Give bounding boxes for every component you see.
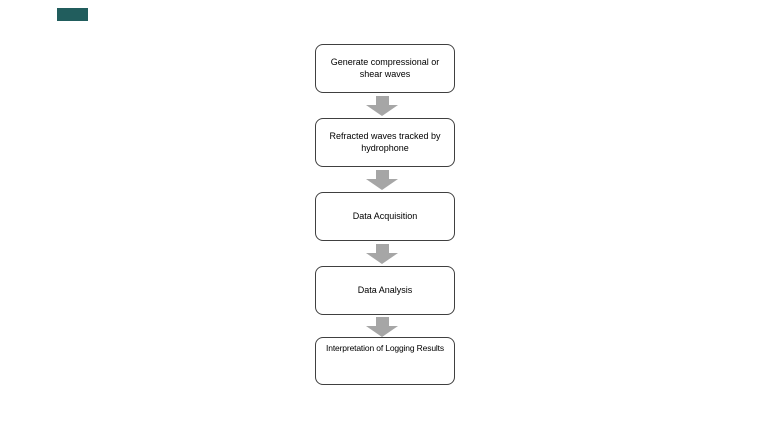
arrow-head <box>366 179 398 190</box>
flow-step-label: Data Analysis <box>357 284 413 295</box>
flow-step-generate-waves: Generate compressional or shear waves <box>315 44 455 93</box>
down-arrow-icon <box>366 317 398 337</box>
flow-step-interpretation: Interpretation of Logging Results <box>315 337 455 385</box>
down-arrow-icon <box>366 244 398 264</box>
down-arrow-icon <box>366 170 398 190</box>
arrow-shaft <box>375 170 389 179</box>
flow-step-label: Data Acquisition <box>352 210 418 221</box>
arrow-head <box>366 105 398 116</box>
flow-step-label: Refracted waves tracked by hydrophone <box>329 131 441 153</box>
arrow-head <box>366 253 398 264</box>
arrow-shaft <box>375 317 389 326</box>
flow-step-label: Generate compressional or shear waves <box>330 57 440 79</box>
arrow-head <box>366 326 398 337</box>
arrow-shaft <box>375 96 389 105</box>
flow-step-data-analysis: Data Analysis <box>315 266 455 315</box>
flow-step-data-acquisition: Data Acquisition <box>315 192 455 241</box>
flow-step-label: Interpretation of Logging Results <box>326 343 444 353</box>
flow-step-refracted-waves: Refracted waves tracked by hydrophone <box>315 118 455 167</box>
arrow-shaft <box>375 244 389 253</box>
down-arrow-icon <box>366 96 398 116</box>
accent-rectangle <box>57 8 88 21</box>
